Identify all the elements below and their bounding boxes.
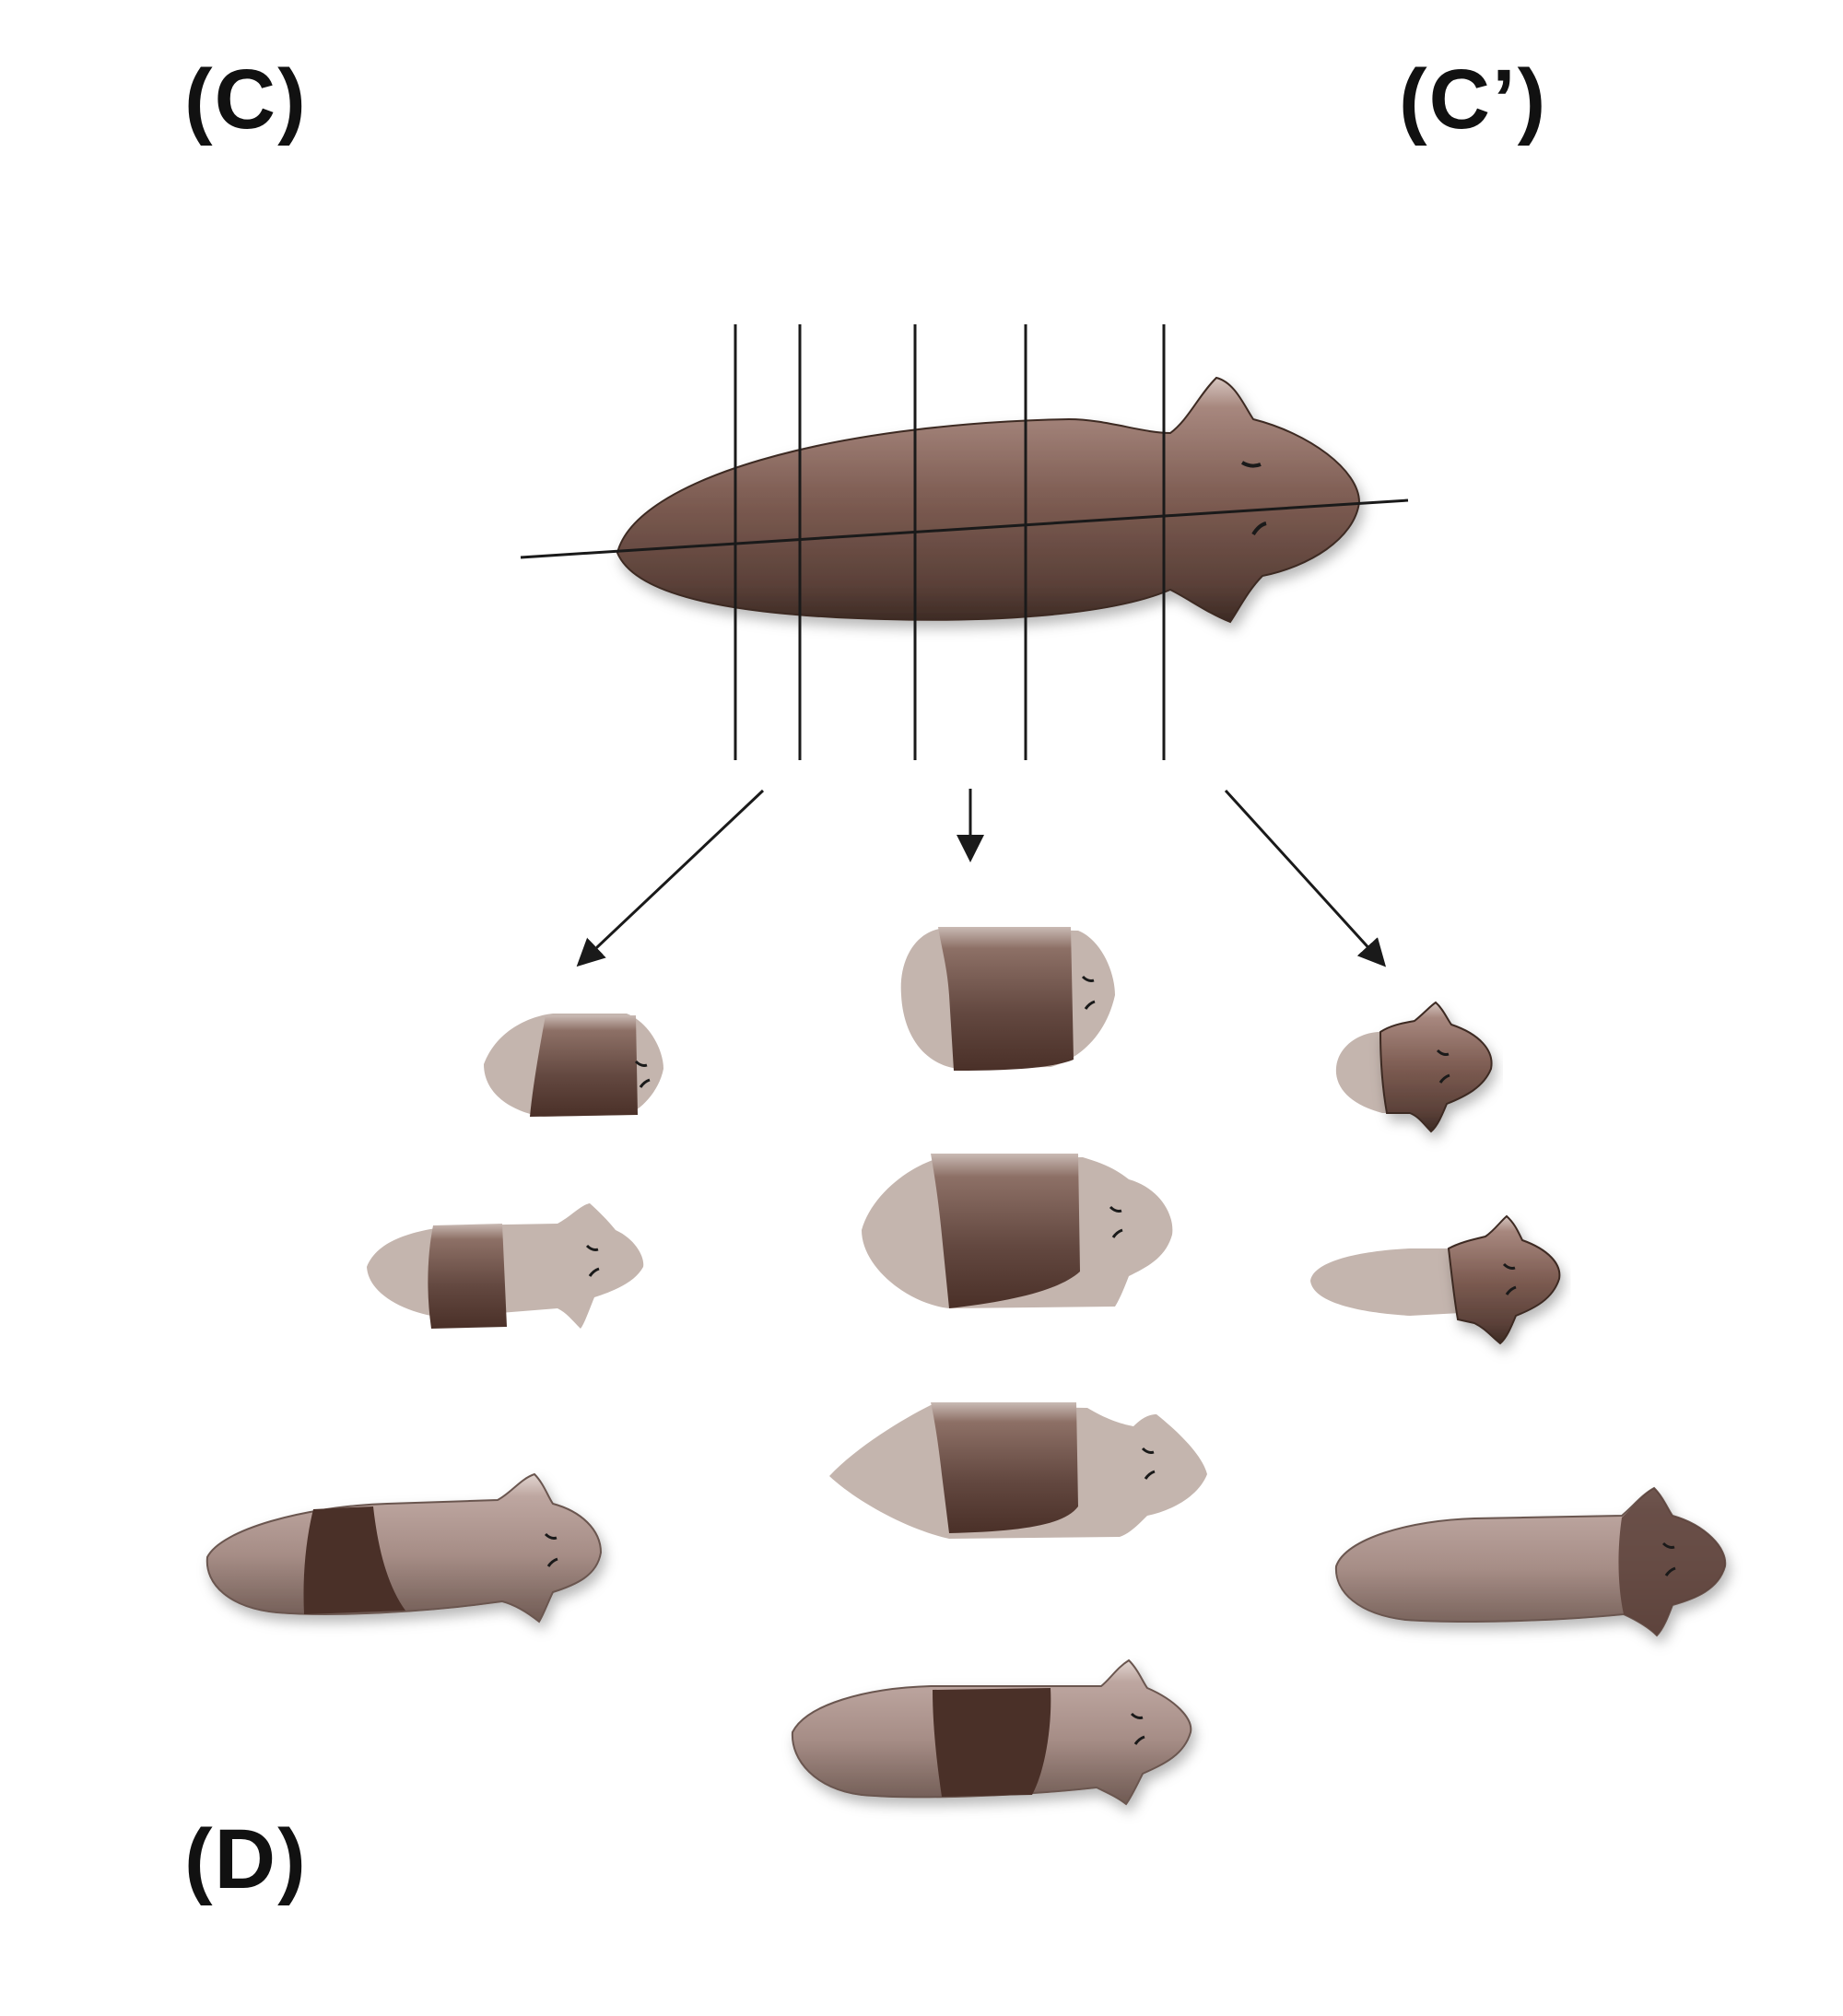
ghost-regeneration	[1310, 1248, 1461, 1316]
eye-mark	[588, 1267, 600, 1277]
eye-mark	[1141, 1447, 1155, 1454]
regenerated-planarian	[205, 1472, 603, 1623]
panel-label-d: (D)	[184, 1812, 308, 1906]
eye-mark	[634, 1060, 648, 1067]
right-fragment-stage-3	[1334, 1486, 1727, 1637]
eye-mark	[1438, 1073, 1450, 1084]
pigmented-head-fragment	[1447, 1214, 1561, 1345]
left-fragment-stage-3	[205, 1472, 603, 1623]
eye-mark	[1130, 1712, 1144, 1719]
panel-label-c: (C)	[184, 53, 308, 147]
pigmented-fragment	[530, 1015, 638, 1117]
eye-mark	[546, 1557, 558, 1567]
arrow-right	[1224, 789, 1387, 967]
right-fragment-stage-2	[1310, 1214, 1561, 1345]
pigmented-band	[933, 1688, 1051, 1797]
eye-mark	[639, 1078, 651, 1088]
pigmented-fragment	[428, 1224, 507, 1329]
pigmented-fragment	[931, 1154, 1080, 1308]
eye-mark	[585, 1244, 599, 1251]
cut-line-longitudinal	[520, 498, 1409, 559]
pigmented-fragment	[938, 927, 1074, 1071]
left-fragment-stage-2	[367, 1203, 644, 1329]
pigmented-head-fragment	[1379, 1001, 1493, 1133]
pigmented-band	[303, 1506, 405, 1614]
eye-mark	[544, 1532, 558, 1540]
main-planarian-left-eye	[1240, 461, 1262, 468]
main-planarian	[520, 324, 1409, 760]
center-fragment-stage-2	[862, 1154, 1173, 1308]
eye-mark	[1436, 1049, 1450, 1056]
eye-mark	[1505, 1285, 1517, 1295]
eye-mark	[1081, 975, 1095, 982]
eye-mark	[1664, 1566, 1676, 1576]
center-fragment-stage-1	[900, 927, 1115, 1071]
pigmented-head-region	[1618, 1488, 1726, 1635]
center-fragment-stage-4	[791, 1659, 1192, 1806]
eye-mark	[1661, 1541, 1675, 1549]
eye-mark	[1109, 1205, 1122, 1213]
eye-mark	[1133, 1735, 1145, 1745]
panel-label-c-prime: (C’)	[1399, 53, 1548, 147]
center-fragment-stage-3	[829, 1402, 1207, 1539]
eye-mark	[1111, 1228, 1123, 1238]
arrow-left	[576, 789, 765, 967]
eye-mark	[1144, 1470, 1156, 1480]
eye-mark	[1084, 1000, 1096, 1010]
main-planarian-right-eye	[1251, 522, 1267, 536]
right-fragment-stage-1	[1335, 1001, 1493, 1133]
pigmented-fragment	[931, 1402, 1078, 1533]
main-planarian-body	[616, 376, 1361, 624]
left-fragment-stage-1	[484, 1014, 663, 1117]
eye-mark	[1502, 1262, 1516, 1270]
